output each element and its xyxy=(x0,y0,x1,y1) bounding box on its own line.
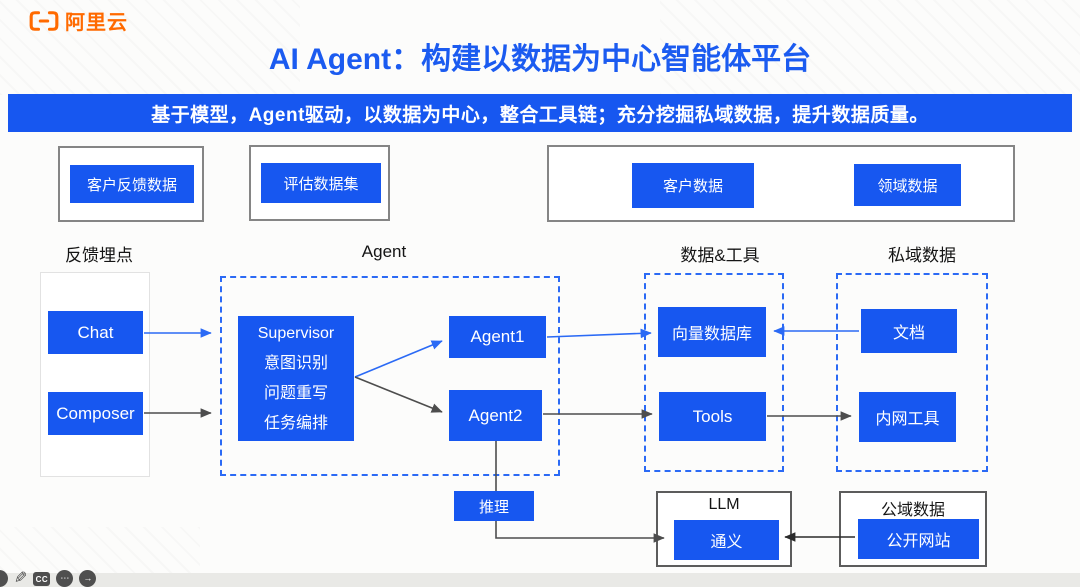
domain-data-node: 领域数据 xyxy=(854,164,961,206)
public-website-node: 公开网站 xyxy=(858,519,979,559)
chat-node: Chat xyxy=(48,311,143,354)
agent-area xyxy=(220,276,560,476)
section-label-feedback: 反馈埋点 xyxy=(65,246,133,265)
supervisor-capability: 问题重写 xyxy=(263,384,328,402)
arrow-right-icon[interactable]: → xyxy=(79,570,97,587)
composer-node: Composer xyxy=(48,392,143,435)
bottom-bar xyxy=(0,573,1080,587)
alibaba-cloud-logo: 阿里云 xyxy=(28,6,128,35)
customer-data-node: 客户数据 xyxy=(632,163,754,208)
client-column: Chat Composer xyxy=(40,272,150,477)
background-texture xyxy=(660,0,1080,95)
tongyi-node: 通义 xyxy=(674,520,779,560)
llm-group-label: LLM xyxy=(708,496,740,513)
partial-control-icon[interactable] xyxy=(0,570,8,587)
agent2-node: Agent2 xyxy=(449,390,542,441)
doc-node: 文档 xyxy=(861,309,957,353)
supervisor-node: Supervisor 意图识别 问题重写 任务编排 xyxy=(238,316,354,441)
reasoning-node: 推理 xyxy=(454,491,534,521)
data-tools-area xyxy=(644,273,784,472)
data-sources-group: 客户数据 领域数据 xyxy=(547,145,1015,222)
vector-db-node: 向量数据库 xyxy=(658,307,766,357)
cc-subtitles-icon[interactable]: CC xyxy=(33,572,51,586)
section-label-agent: Agent xyxy=(361,242,407,261)
section-label-data-tools: 数据&工具 xyxy=(680,246,760,265)
llm-group: LLM 通义 xyxy=(656,491,792,567)
player-controls: ✎ CC ⋯ → xyxy=(0,570,97,587)
agent1-node: Agent1 xyxy=(449,316,546,358)
alibaba-cloud-logo-text: 阿里云 xyxy=(65,12,128,34)
page-title: AI Agent：构建以数据为中心智能体平台 xyxy=(268,43,812,76)
tools-node: Tools xyxy=(659,392,766,441)
customer-feedback-data-node: 客户反馈数据 xyxy=(70,165,194,203)
supervisor-title: Supervisor xyxy=(257,324,335,342)
section-label-private-data: 私域数据 xyxy=(888,246,956,265)
eval-dataset-group: 评估数据集 xyxy=(249,145,390,221)
background-texture xyxy=(0,0,300,95)
alibaba-cloud-logo-icon xyxy=(29,10,59,31)
more-options-icon[interactable]: ⋯ xyxy=(56,570,74,587)
pencil-icon[interactable]: ✎ xyxy=(14,570,28,587)
eval-dataset-node: 评估数据集 xyxy=(261,163,381,203)
supervisor-capability: 任务编排 xyxy=(263,414,328,432)
private-data-area xyxy=(836,273,988,472)
public-data-group: 公域数据 公开网站 xyxy=(839,491,987,567)
public-data-group-label: 公域数据 xyxy=(880,502,945,519)
subtitle-banner: 基于模型，Agent驱动，以数据为中心，整合工具链；充分挖掘私域数据，提升数据质… xyxy=(8,94,1072,132)
feedback-data-group: 客户反馈数据 xyxy=(58,146,204,222)
intranet-tools-node: 内网工具 xyxy=(859,392,956,442)
supervisor-capability: 意图识别 xyxy=(263,354,328,372)
